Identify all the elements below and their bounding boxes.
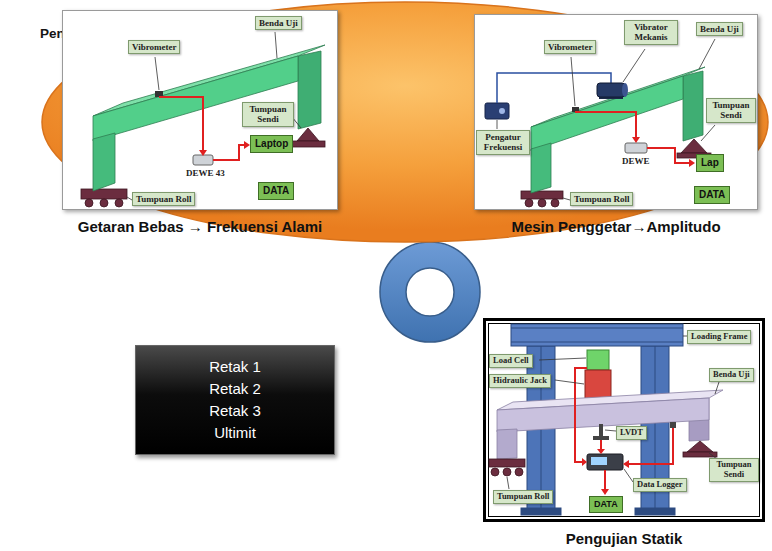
- stage-box: Retak 1Retak 2Retak 3Ultimit: [135, 345, 335, 455]
- part-label: Tumpuan Roll: [570, 192, 633, 206]
- part-label: Benda Uji: [709, 368, 754, 382]
- label-text: DATA: [594, 499, 618, 510]
- lvdt-sensor: [593, 422, 676, 440]
- part-label: Vibrator Mekanis: [624, 20, 678, 45]
- label-text: Tumpuan Roll: [574, 194, 629, 204]
- part-label: Lap: [696, 154, 724, 172]
- label-text: Benda Uji: [700, 24, 739, 34]
- part-label: Hidraulic Jack: [489, 374, 551, 388]
- test-panel: Mesin Penggetar→Amplitudo Vibrometer Vibra…: [474, 14, 758, 235]
- part-label: Pengatur Frekuensi: [476, 130, 530, 155]
- part-label: Vibrometer: [128, 40, 180, 54]
- part-label: DATA: [694, 186, 730, 204]
- part-label: Tumpuan Sendi: [242, 102, 294, 127]
- label-text: Tumpuan Roll: [136, 194, 191, 204]
- part-label: DATA: [258, 182, 294, 200]
- label-text: Loading Frame: [691, 332, 747, 342]
- label-text: Tumpuan Roll: [497, 492, 549, 502]
- frequency-controller: [485, 103, 509, 119]
- hydraulic-jack: [585, 370, 611, 400]
- pin-support: [683, 441, 717, 457]
- panel-caption: Pengujian Statik: [483, 530, 765, 547]
- part-label: Tumpuan Sendi: [706, 98, 756, 123]
- part-label: Benda Uji: [696, 22, 743, 36]
- power-wire: [497, 73, 611, 103]
- dewe-device: [193, 155, 213, 165]
- roll-support: [521, 191, 563, 207]
- group-ellipse: Pengujian Dinamik Getaran Bebas → Frekue…: [40, 0, 770, 244]
- test-panel: Pengujian Statik Loading FrameLoad CellHi…: [483, 318, 765, 547]
- part-label: Benda Uji: [255, 16, 302, 30]
- part-label: DATA: [589, 496, 623, 513]
- dewe-device: [625, 143, 647, 153]
- pin-support: [291, 128, 325, 147]
- device-label-holder: DEWE 43: [186, 168, 225, 178]
- roll-support: [489, 459, 525, 476]
- part-label: Data Logger: [633, 478, 687, 492]
- label-text: Tumpuan Sendi: [713, 460, 755, 480]
- label-text: Vibrometer: [548, 42, 592, 52]
- ellipse-shape: [42, 2, 768, 242]
- label-text: Vibrometer: [132, 42, 176, 52]
- device-label: DEWE 43: [186, 168, 225, 178]
- label-text: Vibrator Mekanis: [628, 22, 674, 43]
- part-label: Tumpuan Sendi: [709, 458, 759, 482]
- part-label: Tumpuan Roll: [132, 192, 195, 206]
- leader-lines: [127, 32, 301, 200]
- label-text: Hidraulic Jack: [493, 376, 547, 386]
- label-text: Pengatur Frekuensi: [480, 132, 526, 153]
- label-text: LVDT: [620, 428, 643, 438]
- part-label: Tumpuan Roll: [493, 490, 553, 504]
- test-panel: Getaran Bebas → Frekuensi Alami Vibromete…: [62, 10, 338, 235]
- device-label-holder: DEWE: [622, 156, 650, 166]
- panel-caption: Getaran Bebas → Frekuensi Alami: [62, 218, 338, 235]
- wire-heads: [199, 141, 250, 156]
- label-text: DATA: [699, 189, 725, 201]
- label-text: Load Cell: [493, 356, 529, 366]
- part-label: LVDT: [616, 426, 647, 440]
- test-beam: [531, 67, 705, 193]
- part-label: Loading Frame: [687, 330, 751, 344]
- label-text: Benda Uji: [259, 18, 298, 28]
- label-text: Tumpuan Sendi: [246, 104, 290, 125]
- roll-support: [81, 189, 127, 207]
- load-cell: [587, 350, 609, 370]
- device-label: DEWE: [622, 156, 650, 166]
- stage-item: Ultimit: [136, 422, 334, 444]
- part-label: Vibrometer: [544, 40, 596, 54]
- panel-caption: Mesin Penggetar→Amplitudo: [474, 218, 758, 235]
- stage-item: Retak 1: [136, 356, 334, 378]
- mechanical-vibrator: [597, 83, 628, 99]
- leader-lines: [507, 336, 719, 489]
- test-beam: [497, 390, 723, 459]
- controller-knob: [499, 108, 505, 114]
- label-text: Data Logger: [637, 480, 683, 490]
- data-logger-device: [587, 454, 623, 470]
- signal-wires: [575, 368, 673, 489]
- stage-item: Retak 3: [136, 400, 334, 422]
- leader-lines: [497, 39, 715, 200]
- wire-heads: [582, 449, 629, 495]
- part-label: Load Cell: [489, 354, 533, 368]
- label-text: Tumpuan Sendi: [710, 100, 752, 121]
- stage-item: Retak 2: [136, 378, 334, 400]
- label-text: Laptop: [255, 138, 288, 150]
- test-beam: [93, 45, 325, 191]
- panel-frame: [62, 10, 338, 210]
- signal-wires: [575, 112, 690, 163]
- part-label: Laptop: [250, 135, 293, 153]
- signal-wires: [159, 97, 245, 160]
- label-text: DATA: [263, 185, 289, 197]
- cycle-ring: [380, 242, 480, 342]
- label-text: Benda Uji: [713, 370, 750, 380]
- label-text: Lap: [701, 157, 719, 169]
- free-vibration-illustration: [63, 11, 337, 209]
